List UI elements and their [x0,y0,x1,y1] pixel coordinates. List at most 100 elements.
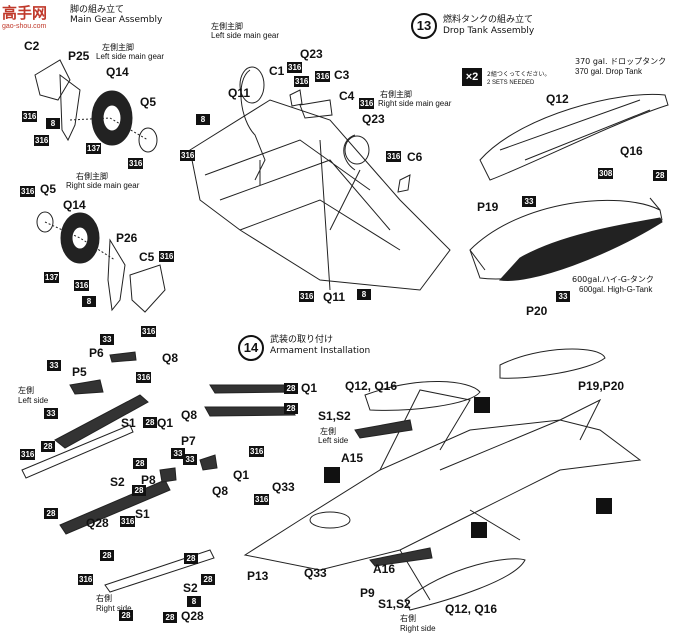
part-label: A16 [373,562,396,576]
glue-tag: 33 [183,454,197,465]
part-label: P26 [116,231,138,245]
part-label: S1 [135,507,150,521]
glue-tag: 316 [141,326,157,337]
orientation-marker [471,522,487,538]
part-label: S1,S2 [318,409,351,423]
right-main-gear-jp: 右側主脚 [76,172,108,181]
glue-tag: 316 [315,71,331,82]
sets-needed-en: 2 SETS NEEDED [487,80,535,86]
glue-tag: 28 [41,441,55,452]
glue-tag: 28 [119,610,133,621]
glue-tag: 316 [22,111,38,122]
glue-tag: 33 [171,448,185,459]
part-label: C6 [407,150,423,164]
sets-needed-jp: 2組つくってください。 [487,71,551,78]
main-gear-heading-en: Main Gear Assembly [70,15,163,25]
part-label: Q12 [546,92,569,106]
part-label: Q33 [304,566,327,580]
glue-tag: 28 [100,550,114,561]
aircraft-left-side-en: Left side [318,436,349,445]
part-label: C4 [339,89,355,103]
glue-tag: 8 [196,114,210,125]
tm-right-gear-en: Right side main gear [378,99,452,108]
watermark-logo: 高手网 [2,4,48,22]
part-label: Q23 [300,47,323,61]
part-label: Q11 [323,290,346,304]
left-side-en: Left side [18,396,49,405]
part-label: Q5 [140,95,157,109]
tank-600-en: 600gal. High-G-Tank [579,285,653,294]
part-label: C2 [24,39,40,53]
glue-tag: 316 [249,446,265,457]
part-label: Q11 [228,86,251,100]
glue-tag: 8 [187,596,201,607]
glue-tag: 8 [82,296,96,307]
tank-600-jp: 600gal.ハイ-G-タンク [572,275,654,284]
part-label: Q23 [362,112,385,126]
step-14-title-jp: 武装の取り付け [270,335,334,345]
glue-tag: 308 [598,168,614,179]
glue-tag: 28 [163,612,177,623]
step-14-title-en: Armament Installation [270,346,371,356]
glue-tag: 28 [184,553,198,564]
right-side-jp: 右側 [96,594,112,603]
orientation-marker [474,397,490,413]
glue-tag: 28 [44,508,58,519]
glue-tag: 8 [357,289,371,300]
part-label: Q14 [63,198,86,212]
glue-tag: 316 [128,158,144,169]
tm-left-gear-en: Left side main gear [211,31,280,40]
step-13-title-jp: 燃料タンクの組み立て [443,15,534,25]
part-label: P6 [89,346,104,360]
part-label: P13 [247,569,269,583]
glue-tag: 316 [254,494,270,505]
part-label: Q16 [620,144,643,158]
right-side-en: Right side [96,604,132,613]
part-label: Q12, Q16 [445,602,498,616]
glue-tag: 316 [78,574,94,585]
tank-370-en: 370 gal. Drop Tank [575,67,643,76]
tank-370-jp: 370 gal. ドロップタンク [575,57,667,66]
part-label: S1,S2 [378,597,411,611]
part-label: Q1 [301,381,318,395]
multiplier-badge: ×2 [462,68,482,86]
part-label: Q8 [181,408,198,422]
right-main-gear-en: Right side main gear [66,181,140,190]
part-label: Q1 [157,416,174,430]
tm-right-gear-jp: 右側主脚 [380,90,412,99]
step-13-number: 13 [411,13,437,39]
glue-tag: 316 [159,251,175,262]
step-14-number: 14 [238,335,264,361]
part-label: S2 [183,581,198,595]
glue-tag: 316 [136,372,152,383]
glue-tag: 8 [46,118,60,129]
part-label: Q28 [86,516,109,530]
part-label: S1 [121,416,136,430]
part-label: Q8 [212,484,229,498]
part-label: C3 [334,68,350,82]
part-label: P8 [141,473,156,487]
glue-tag: 33 [556,291,570,302]
left-main-gear-en: Left side main gear [96,52,165,61]
glue-tag: 316 [359,98,375,109]
glue-tag: 33 [100,334,114,345]
glue-tag: 28 [653,170,667,181]
left-side-jp: 左側 [18,386,34,395]
part-label: Q14 [106,65,129,79]
glue-tag: 316 [20,186,36,197]
glue-tag: 316 [120,516,136,527]
glue-tag: 316 [74,280,90,291]
part-label: P20 [526,304,548,318]
part-label: C5 [139,250,155,264]
glue-tag: 33 [44,408,58,419]
part-label: C1 [269,64,285,78]
part-label: A15 [341,451,364,465]
step-13-title-en: Drop Tank Assembly [443,26,535,36]
part-label: P19 [477,200,499,214]
glue-tag: 316 [180,150,196,161]
part-label: Q12, Q16 [345,379,398,393]
part-label: Q8 [162,351,179,365]
left-main-gear-jp: 左側主脚 [102,43,134,52]
glue-tag: 316 [294,76,310,87]
